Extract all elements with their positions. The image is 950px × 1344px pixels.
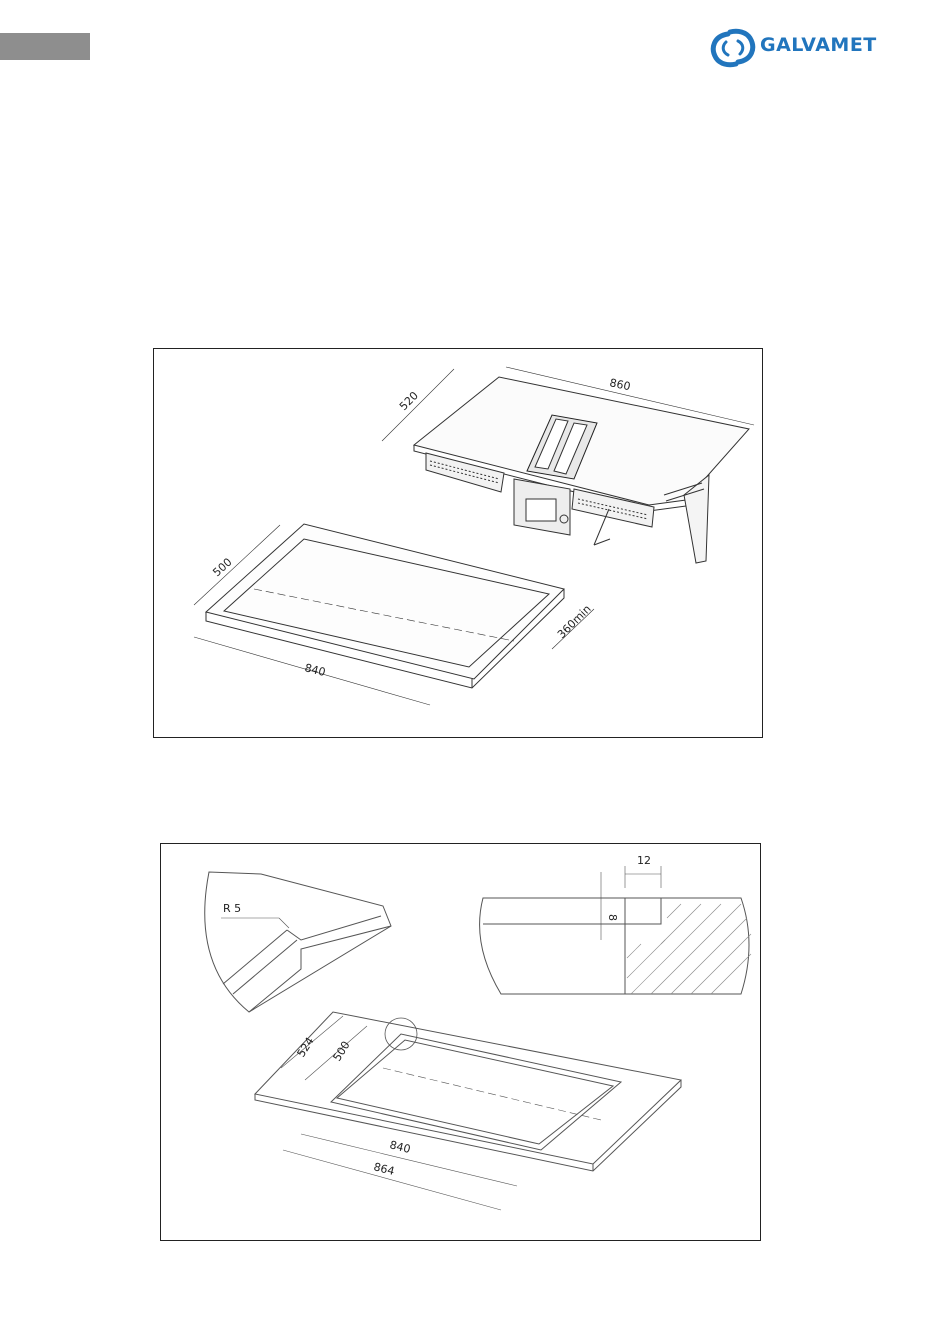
cutout-rebate-figure: R 5 12 8 524 500 840 864 <box>160 843 761 1241</box>
hob-depth-label: 520 <box>397 389 421 413</box>
cabinet-min-label: 360min <box>555 602 594 641</box>
inner-width-label: 840 <box>388 1138 412 1156</box>
radius-label: R 5 <box>223 902 241 915</box>
brand-logo: GALVAMET <box>708 28 908 68</box>
cutout-width-label: 840 <box>303 661 327 679</box>
rebate-depth-label: 8 <box>606 914 619 921</box>
section-tab <box>0 33 90 60</box>
hob-dimensions-drawing: 860 520 500 840 360min <box>154 349 762 737</box>
cutout-rebate-drawing: R 5 12 8 524 500 840 864 <box>161 844 760 1240</box>
section-detail-outline <box>480 898 749 994</box>
hob-dimensions-figure: 860 520 500 840 360min <box>153 348 763 738</box>
rebate-width-label: 12 <box>637 854 651 867</box>
hob-width-label: 860 <box>608 376 631 393</box>
brand-name: GALVAMET <box>760 34 877 56</box>
corner-detail-outline <box>205 872 391 1012</box>
cutout-depth-label: 500 <box>210 556 234 580</box>
galvamet-swirl-icon <box>708 28 758 68</box>
